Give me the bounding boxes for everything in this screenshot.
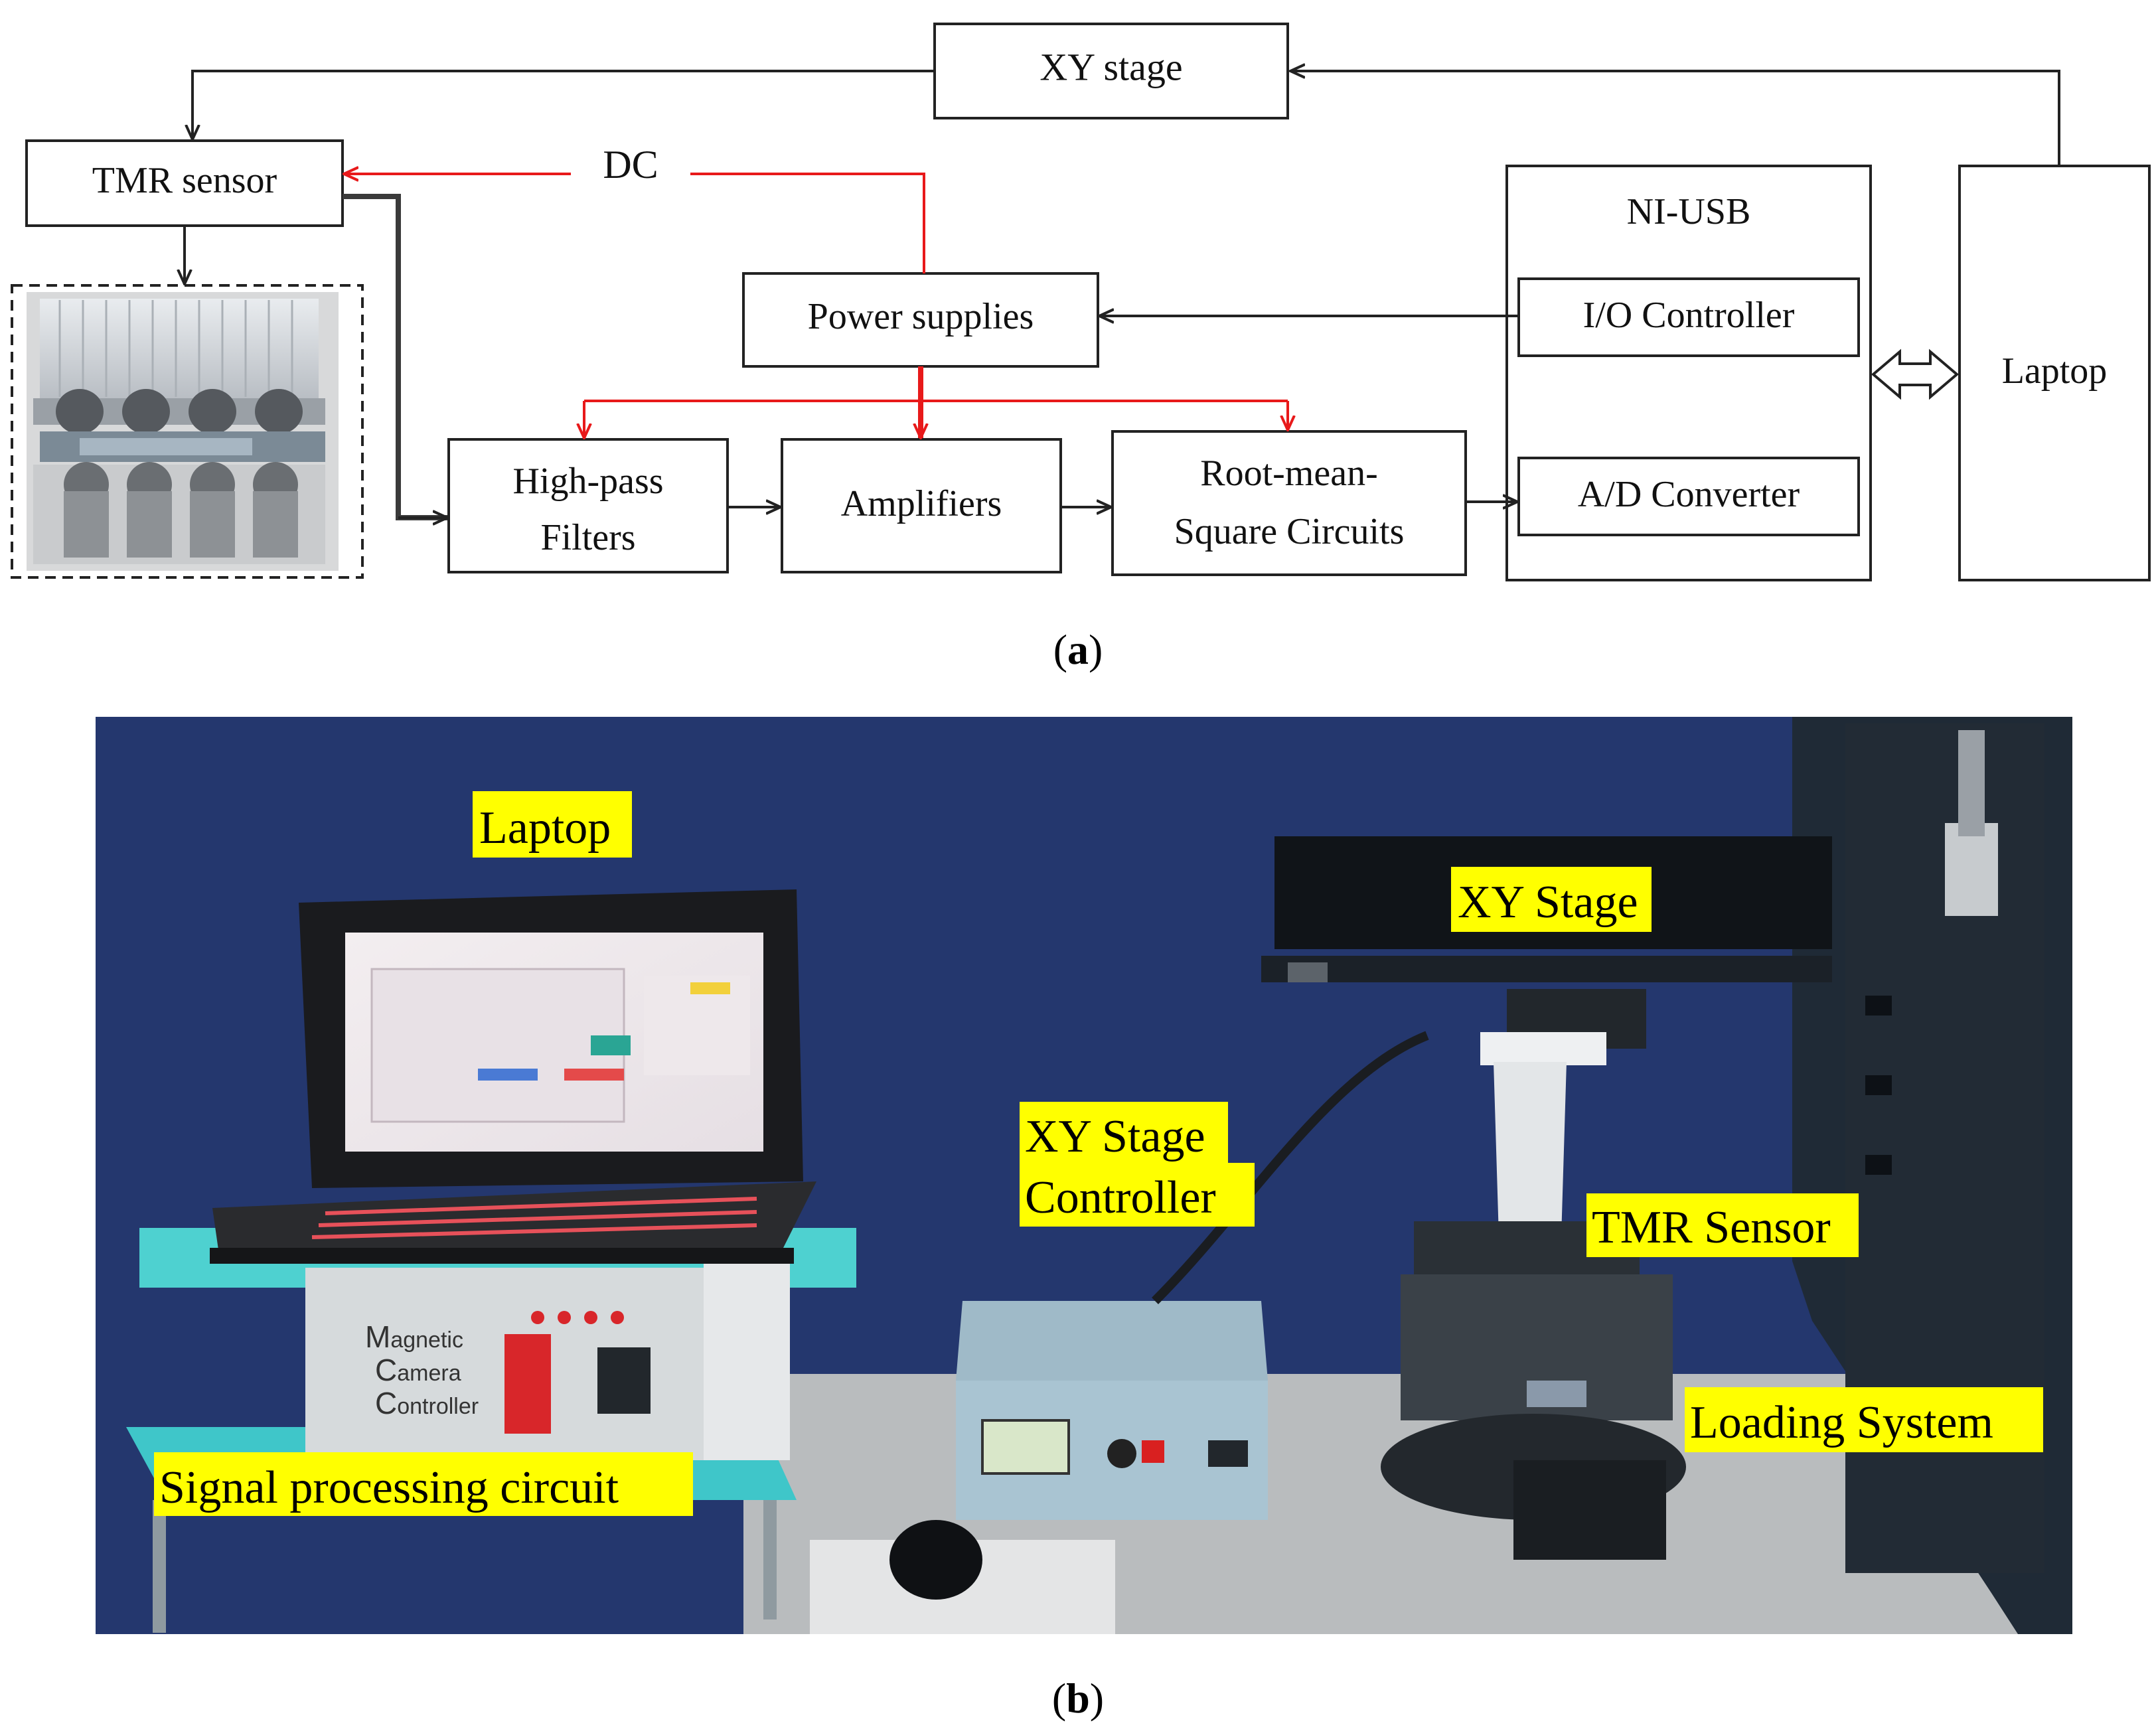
label-xy-stage-controller-line2: Controller bbox=[1025, 1172, 1216, 1223]
signal-processing-box: Magnetic Camera Controller bbox=[305, 1261, 790, 1460]
xy-stage-label: XY stage bbox=[1040, 45, 1182, 88]
amplifiers-label: Amplifiers bbox=[841, 483, 1002, 524]
xy-stage-block: XY stage bbox=[933, 23, 1289, 119]
setup-photograph: Magnetic Camera Controller bbox=[96, 717, 2072, 1634]
caption-a: (a) bbox=[1053, 626, 1103, 673]
high-pass-label-line2: Filters bbox=[540, 517, 635, 558]
xy-stage-photo bbox=[1261, 836, 1832, 982]
sensor-photo-inset bbox=[11, 284, 364, 579]
power-lines bbox=[344, 174, 1288, 438]
high-pass-filters-block: High-pass Filters bbox=[447, 438, 729, 573]
label-xy-stage: XY Stage bbox=[1458, 877, 1638, 928]
label-tmr-sensor: TMR Sensor bbox=[1592, 1202, 1831, 1253]
power-to-dc-line bbox=[690, 173, 925, 273]
label-laptop: Laptop bbox=[479, 802, 611, 854]
ad-converter-label: A/D Converter bbox=[1578, 474, 1800, 515]
label-bg-xy-stage bbox=[1451, 867, 1652, 932]
device-label-c2: Controller bbox=[375, 1386, 479, 1420]
label-bg-xy-stage-controller-1 bbox=[1020, 1102, 1228, 1164]
block-diagram: XY stage TMR sensor bbox=[11, 23, 2151, 581]
rms-circuits-block: Root-mean- Square Circuits bbox=[1111, 430, 1467, 576]
photo-labels: Laptop XY Stage XY Stage Controller TMR … bbox=[154, 791, 2043, 1516]
power-supplies-block: Power supplies bbox=[742, 272, 1099, 368]
device-label-m: Magnetic bbox=[365, 1319, 463, 1354]
ni-usb-laptop-double-arrow bbox=[1871, 348, 1960, 400]
caption-b: (b) bbox=[1052, 1675, 1104, 1722]
laptop-to-xy-stage-arrow bbox=[1290, 71, 2060, 166]
label-bg-xy-stage-controller-2 bbox=[1020, 1163, 1255, 1227]
ni-usb-block: NI-USB I/O Controller A/D Converter bbox=[1505, 165, 1872, 581]
rms-label-line2: Square Circuits bbox=[1174, 511, 1405, 552]
power-supplies-label: Power supplies bbox=[808, 296, 1034, 337]
signal-connectors bbox=[185, 70, 2060, 518]
label-bg-laptop bbox=[473, 791, 632, 858]
laptop-photo bbox=[210, 889, 816, 1264]
mouse-photo bbox=[889, 1520, 982, 1600]
ad-converter-block bbox=[1517, 457, 1860, 536]
device-label-c1: Camera bbox=[375, 1353, 461, 1387]
ni-usb-label: NI-USB bbox=[1627, 191, 1751, 232]
label-xy-stage-controller-line1: XY Stage bbox=[1025, 1111, 1205, 1162]
laptop-block: Laptop bbox=[1958, 165, 2151, 581]
label-signal-processing: Signal processing circuit bbox=[159, 1462, 619, 1513]
amplifiers-block: Amplifiers bbox=[781, 438, 1062, 573]
caption-a-letter: a bbox=[1067, 626, 1089, 673]
label-bg-tmr-sensor bbox=[1586, 1193, 1859, 1257]
laptop-label: Laptop bbox=[2002, 350, 2108, 392]
rms-label-line1: Root-mean- bbox=[1200, 453, 1377, 494]
label-bg-loading-system bbox=[1685, 1387, 2043, 1452]
label-bg-signal-processing bbox=[154, 1452, 693, 1516]
tmr-sensor-label: TMR sensor bbox=[92, 160, 277, 201]
caption-b-letter: b bbox=[1066, 1675, 1090, 1722]
controller-cable bbox=[1152, 1031, 1429, 1304]
io-controller-block bbox=[1517, 277, 1860, 357]
xy-stage-controller-photo bbox=[956, 1301, 1268, 1520]
xy-stage-to-tmr-arrow bbox=[193, 70, 935, 139]
io-controller-label: I/O Controller bbox=[1583, 295, 1795, 336]
label-loading-system: Loading System bbox=[1690, 1397, 1993, 1448]
sensor-array-photo bbox=[40, 299, 319, 398]
tmr-sensor-block: TMR sensor bbox=[25, 139, 344, 227]
high-pass-label-line1: High-pass bbox=[512, 461, 663, 502]
dc-label: DC bbox=[603, 143, 658, 187]
